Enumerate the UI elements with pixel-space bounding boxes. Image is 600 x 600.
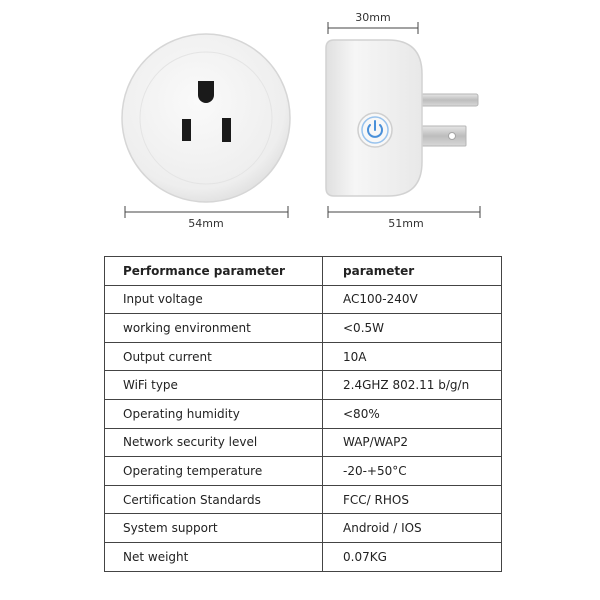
specifications-table: Performance parameter parameter Input vo… [104,256,502,572]
parameter-value-cell: -20-+50°C [322,456,502,486]
parameter-name-cell: Operating humidity [104,398,323,429]
table-row: WiFi type 2.4GHZ 802.11 b/g/n [104,370,502,400]
parameter-value-cell: 2.4GHZ 802.11 b/g/n [322,370,502,400]
parameter-name-cell: Network security level [104,427,323,458]
parameter-name-cell: Net weight [104,541,323,572]
socket-slot-right-icon [222,118,231,142]
parameter-name-cell: Output current [104,341,323,372]
plug-side-view [325,39,479,197]
parameter-name-cell: Operating temperature [104,456,323,486]
parameter-name-cell: WiFi type [104,370,323,400]
dimension-label-side-height: 51mm [388,217,424,230]
parameter-value-cell: FCC/ RHOS [322,484,502,515]
parameter-name-cell: System support [104,513,323,543]
table-row: working environment <0.5W [104,313,502,343]
table-row: Input voltage AC100-240V [104,284,502,315]
table-row: Output current 10A [104,341,502,372]
table-header-cell: parameter [322,256,502,286]
parameter-value-cell: 0.07KG [322,541,502,572]
plug-front-view [121,33,291,203]
parameter-name-cell: Certification Standards [104,484,323,515]
dimension-line-front-width [124,206,289,218]
prong-lower-icon [417,125,467,147]
table-row: Net weight 0.07KG [104,541,502,572]
dimension-line-side-height [327,206,481,218]
parameter-value-cell: <80% [322,398,502,429]
parameter-name-cell: working environment [104,313,323,343]
dimension-line-side-depth [327,22,419,34]
socket-slot-left-icon [182,119,191,141]
parameter-value-cell: 10A [322,341,502,372]
table-row: Operating temperature -20-+50°C [104,456,502,486]
parameter-value-cell: Android / IOS [322,513,502,543]
parameter-value-cell: <0.5W [322,313,502,343]
table-row: Operating humidity <80% [104,398,502,429]
parameter-value-cell: WAP/WAP2 [322,427,502,458]
prong-upper-icon [417,93,479,107]
dimension-label-front-width: 54mm [188,217,224,230]
table-row: Network security level WAP/WAP2 [104,427,502,458]
power-button-icon [357,112,393,148]
product-illustration [121,22,481,218]
table-header-row: Performance parameter parameter [104,256,502,286]
table-row: System support Android / IOS [104,513,502,543]
dimension-label-side-depth: 30mm [355,11,391,24]
parameter-value-cell: AC100-240V [322,284,502,315]
table-row: Certification Standards FCC/ RHOS [104,484,502,515]
parameter-name-cell: Input voltage [104,284,323,315]
ground-socket-icon [198,81,214,103]
table-header-cell: Performance parameter [104,256,323,286]
